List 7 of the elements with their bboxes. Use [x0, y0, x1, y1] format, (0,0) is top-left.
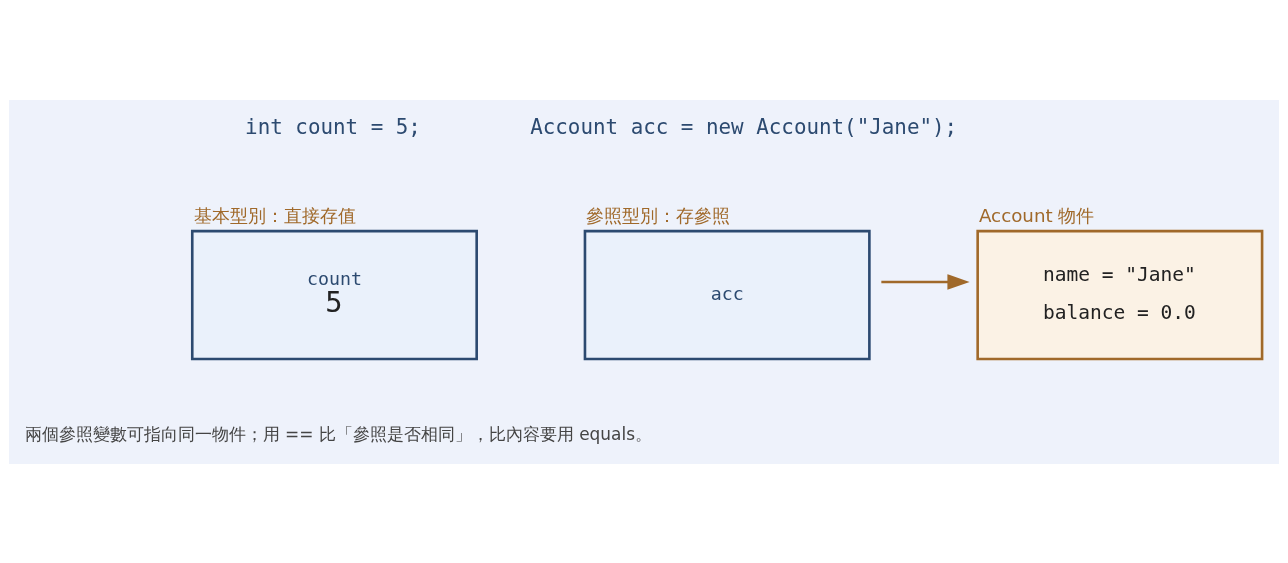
- label: 兩個參照變數可指向同一物件；用 == 比「參照是否相同」，比內容要用 equals。: [24, 423, 653, 444]
- node-label: 基本型別：直接存值: [193, 204, 356, 226]
- node-label: Account 物件: [978, 204, 1095, 226]
- label: Account acc = new Account("Jane");: [530, 114, 958, 139]
- label: int count = 5;: [245, 114, 421, 139]
- arrow: [881, 273, 970, 290]
- node-label: 參照型別：存參照: [586, 204, 731, 226]
